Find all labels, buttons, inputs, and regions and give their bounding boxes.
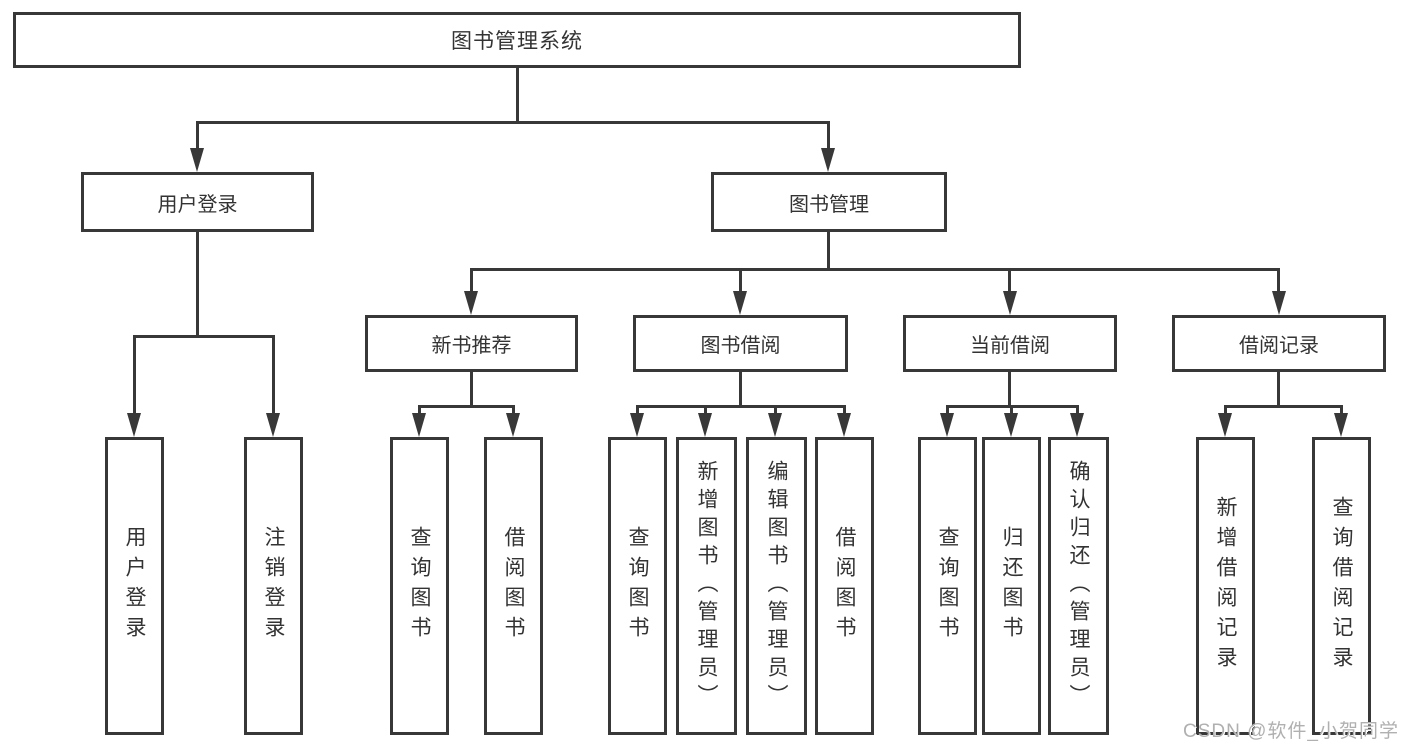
arrowhead-down-icon [837, 413, 851, 437]
connector-line [1008, 268, 1011, 293]
connector-line [827, 121, 830, 150]
connector-line [470, 268, 1280, 271]
leaf-records-add-label: 新增借阅记录 [1214, 496, 1237, 676]
leaf-newbooks-query-label: 查询图书 [408, 526, 431, 646]
node-book-mgmt: 图书管理 [711, 172, 947, 232]
connector-line [1277, 372, 1280, 405]
leaf-borrowing-borrow-label: 借阅图书 [833, 526, 856, 646]
connector-line [272, 335, 275, 413]
arrowhead-down-icon [412, 413, 426, 437]
node-borrowing-label: 图书借阅 [700, 335, 781, 357]
leaf-logout-label: 注销登录 [262, 526, 285, 646]
arrowhead-down-icon [1272, 291, 1286, 315]
connector-line [1076, 405, 1079, 415]
node-user-login: 用户登录 [81, 172, 314, 232]
leaf-records-query: 查询借阅记录 [1312, 437, 1371, 735]
arrowhead-down-icon [1218, 413, 1232, 437]
connector-line [1277, 268, 1280, 293]
connector-line [636, 405, 639, 415]
node-book-mgmt-label: 图书管理 [789, 193, 869, 216]
node-borrowing: 图书借阅 [633, 315, 848, 372]
connector-line [774, 405, 777, 415]
node-root: 图书管理系统 [13, 12, 1021, 68]
leaf-current-return: 归还图书 [982, 437, 1041, 735]
node-records: 借阅记录 [1172, 315, 1386, 372]
node-records-label: 借阅记录 [1239, 335, 1319, 357]
node-new-books-label: 新书推荐 [431, 335, 512, 357]
leaf-current-query-label: 查询图书 [936, 526, 959, 646]
leaf-borrowing-add: 新增图书（管理员） [676, 437, 737, 735]
connector-line [418, 405, 515, 408]
connector-line [133, 335, 136, 413]
arrowhead-down-icon [506, 413, 520, 437]
leaf-newbooks-borrow: 借阅图书 [484, 437, 543, 735]
leaf-user-login-label: 用户登录 [123, 526, 146, 646]
connector-line [946, 405, 949, 415]
arrowhead-down-icon [821, 148, 835, 172]
connector-line [418, 405, 421, 415]
node-root-label: 图书管理系统 [451, 30, 583, 53]
connector-line [1010, 405, 1013, 415]
connector-line [1008, 372, 1011, 405]
leaf-borrowing-query-label: 查询图书 [626, 526, 649, 646]
connector-line [739, 268, 742, 293]
arrowhead-down-icon [1004, 413, 1018, 437]
leaf-borrowing-borrow: 借阅图书 [815, 437, 874, 735]
connector-line [196, 232, 199, 335]
arrowhead-down-icon [464, 291, 478, 315]
connector-line [636, 405, 846, 408]
leaf-logout: 注销登录 [244, 437, 303, 735]
connector-line [512, 405, 515, 415]
arrowhead-down-icon [733, 291, 747, 315]
arrowhead-down-icon [1070, 413, 1084, 437]
connector-line [1224, 405, 1227, 415]
node-current-label: 当前借阅 [970, 335, 1050, 357]
node-new-books: 新书推荐 [365, 315, 578, 372]
connector-line [1224, 405, 1343, 408]
leaf-newbooks-borrow-label: 借阅图书 [502, 526, 525, 646]
connector-line [196, 121, 199, 150]
leaf-current-confirm: 确认归还（管理员） [1048, 437, 1109, 735]
leaf-current-query: 查询图书 [918, 437, 977, 735]
node-user-login-label: 用户登录 [157, 193, 238, 216]
arrowhead-down-icon [698, 413, 712, 437]
connector-line [704, 405, 707, 415]
node-current: 当前借阅 [903, 315, 1117, 372]
connector-line [827, 232, 830, 268]
arrowhead-down-icon [1003, 291, 1017, 315]
connector-line [739, 372, 742, 405]
arrowhead-down-icon [1334, 413, 1348, 437]
connector-line [470, 372, 473, 405]
leaf-borrowing-edit: 编辑图书（管理员） [746, 437, 807, 735]
arrowhead-down-icon [630, 413, 644, 437]
connector-line [1340, 405, 1343, 415]
leaf-borrowing-query: 查询图书 [608, 437, 667, 735]
connector-line [133, 335, 275, 338]
arrowhead-down-icon [266, 413, 280, 437]
arrowhead-down-icon [190, 148, 204, 172]
connector-line [516, 68, 519, 121]
leaf-current-confirm-label: 确认归还（管理员） [1067, 460, 1090, 712]
connector-line [843, 405, 846, 415]
arrowhead-down-icon [127, 413, 141, 437]
leaf-borrowing-edit-label: 编辑图书（管理员） [765, 460, 788, 712]
connector-line [196, 121, 830, 124]
csdn-watermark: CSDN @软件_小贺同学 [1183, 721, 1399, 742]
arrowhead-down-icon [940, 413, 954, 437]
leaf-current-return-label: 归还图书 [1000, 526, 1023, 646]
leaf-newbooks-query: 查询图书 [390, 437, 449, 735]
leaf-records-query-label: 查询借阅记录 [1330, 496, 1353, 676]
leaf-borrowing-add-label: 新增图书（管理员） [695, 460, 718, 712]
arrowhead-down-icon [768, 413, 782, 437]
leaf-records-add: 新增借阅记录 [1196, 437, 1255, 735]
leaf-user-login: 用户登录 [105, 437, 164, 735]
connector-line [470, 268, 473, 293]
